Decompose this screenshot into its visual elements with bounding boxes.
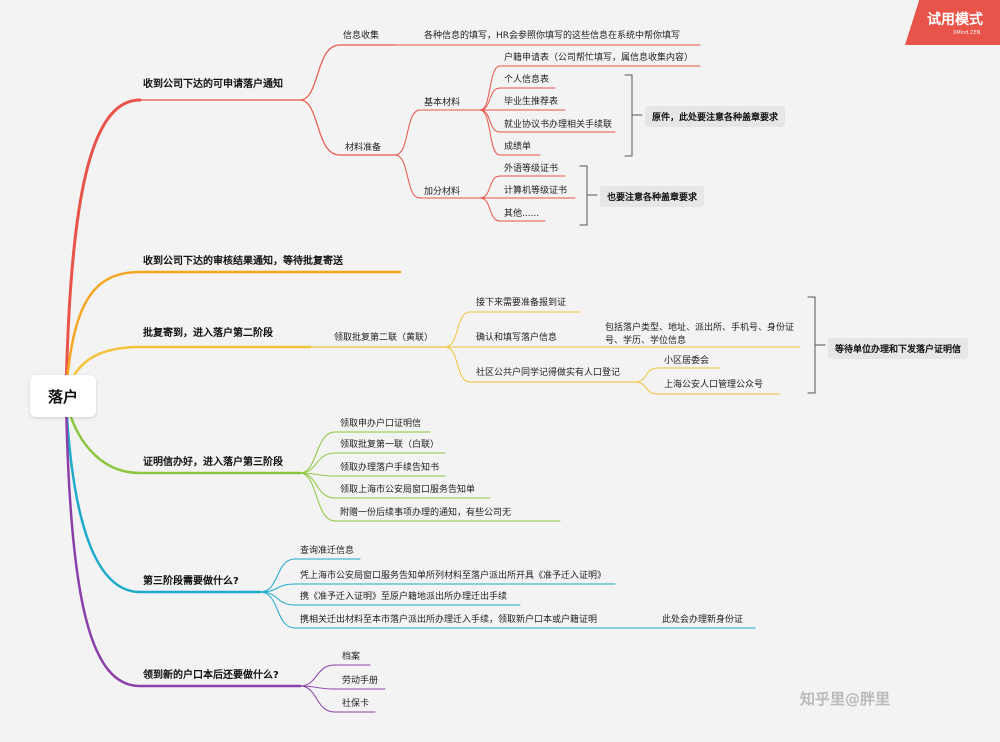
branch-1-topic[interactable]: 收到公司下达的可申请落户通知 [143, 79, 283, 90]
basic-item-topic[interactable]: 户籍申请表（公司帮忙填写，属信息收集内容） [504, 53, 694, 63]
after-item-topic[interactable]: 档案 [342, 652, 361, 662]
stage3-task-topic[interactable]: 凭上海市公安局窗口服务告知单所列材料至落户派出所开具《准予迁入证明》 [300, 571, 607, 581]
stage2-item-topic[interactable]: 确认和填写落户信息 [476, 333, 558, 343]
stage3-item-topic[interactable]: 领取申办户口证明信 [340, 419, 422, 429]
bonus-item-topic[interactable]: 计算机等级证书 [504, 186, 568, 196]
community-item-topic[interactable]: 上海公安人口管理公众号 [664, 380, 764, 390]
branch-5-topic[interactable]: 第三阶段需要做什么? [143, 576, 239, 587]
bonus-note-callout[interactable]: 也要注意各种盖章要求 [600, 186, 705, 207]
basic-note-callout[interactable]: 原件，此处要注意各种盖章要求 [645, 106, 786, 127]
bonus-item-topic[interactable]: 其他...... [504, 209, 540, 219]
info-detail-topic[interactable]: 各种信息的填写，HR会参照你填写的这些信息在系统中帮你填写 [424, 31, 681, 41]
stage3-item-topic[interactable]: 领取批复第一联（白联） [340, 440, 440, 450]
basic-item-topic[interactable]: 个人信息表 [504, 75, 550, 85]
materials-topic[interactable]: 材料准备 [345, 143, 382, 153]
stage2-item-topic[interactable]: 接下来需要准备报到证 [476, 298, 567, 308]
basic-materials-topic[interactable]: 基本材料 [424, 98, 461, 108]
bonus-item-topic[interactable]: 外语等级证书 [504, 164, 559, 174]
trial-mode-subtitle: XMind.ZEN [953, 30, 981, 36]
stage3-item-topic[interactable]: 领取办理落户手续告知书 [340, 463, 440, 473]
new-id-card-topic[interactable]: 此处会办理新身份证 [662, 615, 744, 625]
stage2-note-callout[interactable]: 等待单位办理和下发落户证明信 [828, 338, 969, 359]
watermark: 知乎里@胖里 [800, 690, 891, 708]
branch-2-topic[interactable]: 收到公司下达的审核结果通知，等待批复寄送 [143, 256, 343, 267]
community-item-topic[interactable]: 小区居委会 [664, 356, 710, 366]
basic-item-topic[interactable]: 成绩单 [504, 142, 532, 152]
yellow-slip-topic[interactable]: 领取批复第二联（黄联） [334, 333, 434, 343]
info-collect-topic[interactable]: 信息收集 [343, 31, 380, 41]
root-topic[interactable]: 落户 [30, 375, 96, 417]
stage3-task-topic[interactable]: 查询准迁信息 [300, 546, 355, 556]
stage3-item-topic[interactable]: 领取上海市公安局窗口服务告知单 [340, 485, 476, 495]
branch-4-topic[interactable]: 证明信办好，进入落户第三阶段 [143, 457, 283, 468]
trial-mode-label: 试用模式 [927, 12, 983, 28]
confirm-detail-topic[interactable]: 包括落户类型、地址、派出所、手机号、身份证号、学历、学位信息 [605, 323, 795, 347]
stage2-item-topic[interactable]: 社区公共户同学记得做实有人口登记 [476, 368, 621, 378]
trial-mode-badge[interactable]: 试用模式 XMind.ZEN [905, 0, 1000, 45]
branch-6-topic[interactable]: 领到新的户口本后还要做什么? [143, 670, 279, 681]
stage3-item-topic[interactable]: 附赠一份后续事项办理的通知，有些公司无 [340, 508, 512, 518]
stage3-task-topic[interactable]: 携相关迁出材料至本市落户派出所办理迁入手续，领取新户口本或户籍证明 [300, 615, 598, 625]
bonus-materials-topic[interactable]: 加分材料 [424, 187, 461, 197]
after-item-topic[interactable]: 社保卡 [342, 699, 370, 709]
branch-3-topic[interactable]: 批复寄到，进入落户第二阶段 [143, 328, 273, 339]
basic-item-topic[interactable]: 就业协议书办理相关手续联 [504, 120, 613, 130]
basic-item-topic[interactable]: 毕业生推荐表 [504, 97, 559, 107]
after-item-topic[interactable]: 劳动手册 [342, 676, 379, 686]
stage3-task-topic[interactable]: 携《准予迁入证明》至原户籍地派出所办理迁出手续 [300, 592, 508, 602]
